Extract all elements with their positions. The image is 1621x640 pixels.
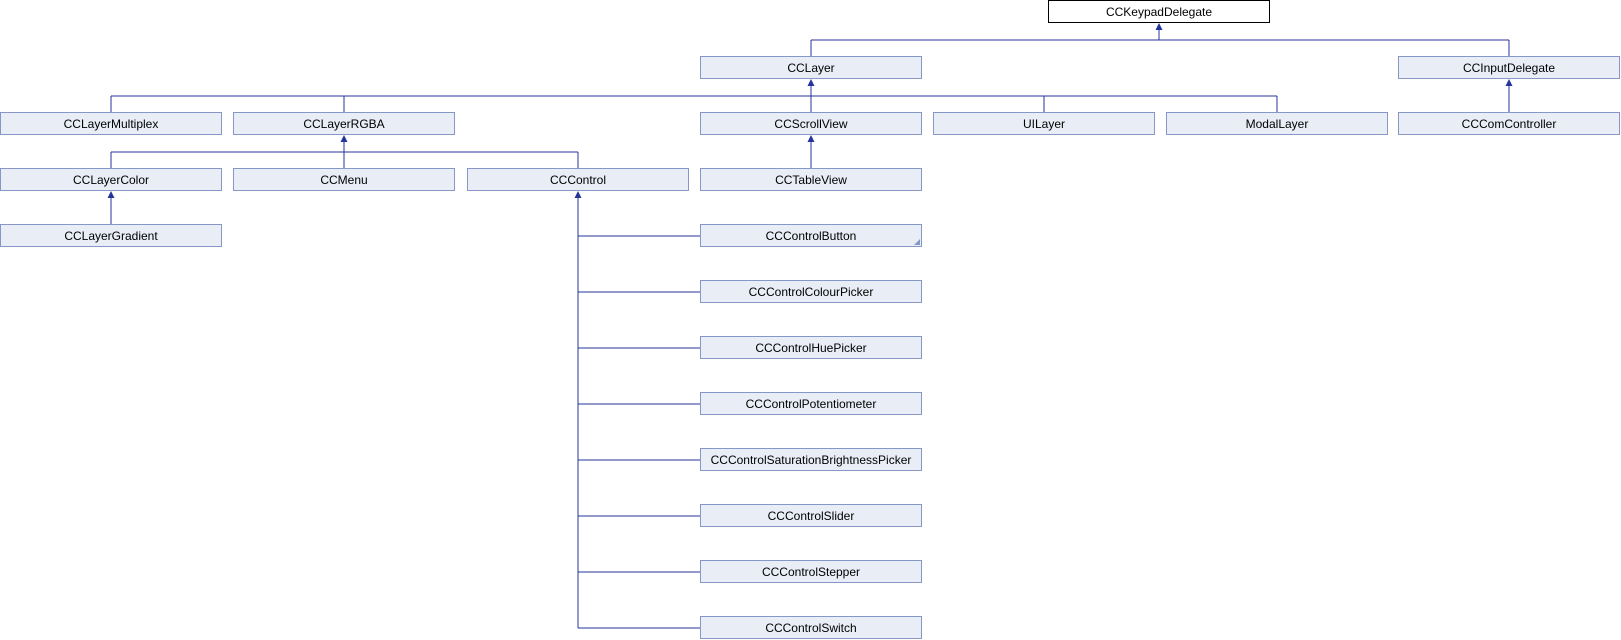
node-cctableview[interactable]: CCTableView bbox=[700, 168, 922, 191]
inheritance-arrow-icon bbox=[340, 135, 348, 142]
inheritance-arrow-icon bbox=[807, 79, 815, 86]
inheritance-arrow-icon bbox=[807, 135, 815, 142]
node-cclayer[interactable]: CCLayer bbox=[700, 56, 922, 79]
inheritance-arrow-icon bbox=[574, 191, 582, 198]
node-cccontrolsaturationbrightnesspicker[interactable]: CCControlSaturationBrightnessPicker bbox=[700, 448, 922, 471]
node-cccontrolpotentiometer[interactable]: CCControlPotentiometer bbox=[700, 392, 922, 415]
node-cccontrolhuepicker[interactable]: CCControlHuePicker bbox=[700, 336, 922, 359]
node-ccinputdelegate[interactable]: CCInputDelegate bbox=[1398, 56, 1620, 79]
node-cclayercolor[interactable]: CCLayerColor bbox=[0, 168, 222, 191]
node-ccscrollview[interactable]: CCScrollView bbox=[700, 112, 922, 135]
node-cccontrol[interactable]: CCControl bbox=[467, 168, 689, 191]
node-cccontrolswitch[interactable]: CCControlSwitch bbox=[700, 616, 922, 639]
node-label: CCControlButton bbox=[765, 228, 857, 243]
inheritance-arrow-icon bbox=[1505, 79, 1513, 86]
folded-corner-icon bbox=[914, 239, 920, 245]
node-cccontrolstepper[interactable]: CCControlStepper bbox=[700, 560, 922, 583]
node-cccontrolslider[interactable]: CCControlSlider bbox=[700, 504, 922, 527]
node-cclayergradient[interactable]: CCLayerGradient bbox=[0, 224, 222, 247]
inheritance-arrow-icon bbox=[1155, 23, 1163, 30]
inheritance-arrow-icon bbox=[107, 191, 115, 198]
node-cccontrolbutton[interactable]: CCControlButton bbox=[700, 224, 922, 247]
node-uilayer[interactable]: UILayer bbox=[933, 112, 1155, 135]
node-ccKeypadDelegate[interactable]: CCKeypadDelegate bbox=[1048, 0, 1270, 23]
node-cclayerrgba[interactable]: CCLayerRGBA bbox=[233, 112, 455, 135]
node-cclayermultiplex[interactable]: CCLayerMultiplex bbox=[0, 112, 222, 135]
node-ccmenu[interactable]: CCMenu bbox=[233, 168, 455, 191]
node-cccomcontroller[interactable]: CCComController bbox=[1398, 112, 1620, 135]
node-cccontrolcolourpicker[interactable]: CCControlColourPicker bbox=[700, 280, 922, 303]
node-modallayer[interactable]: ModalLayer bbox=[1166, 112, 1388, 135]
